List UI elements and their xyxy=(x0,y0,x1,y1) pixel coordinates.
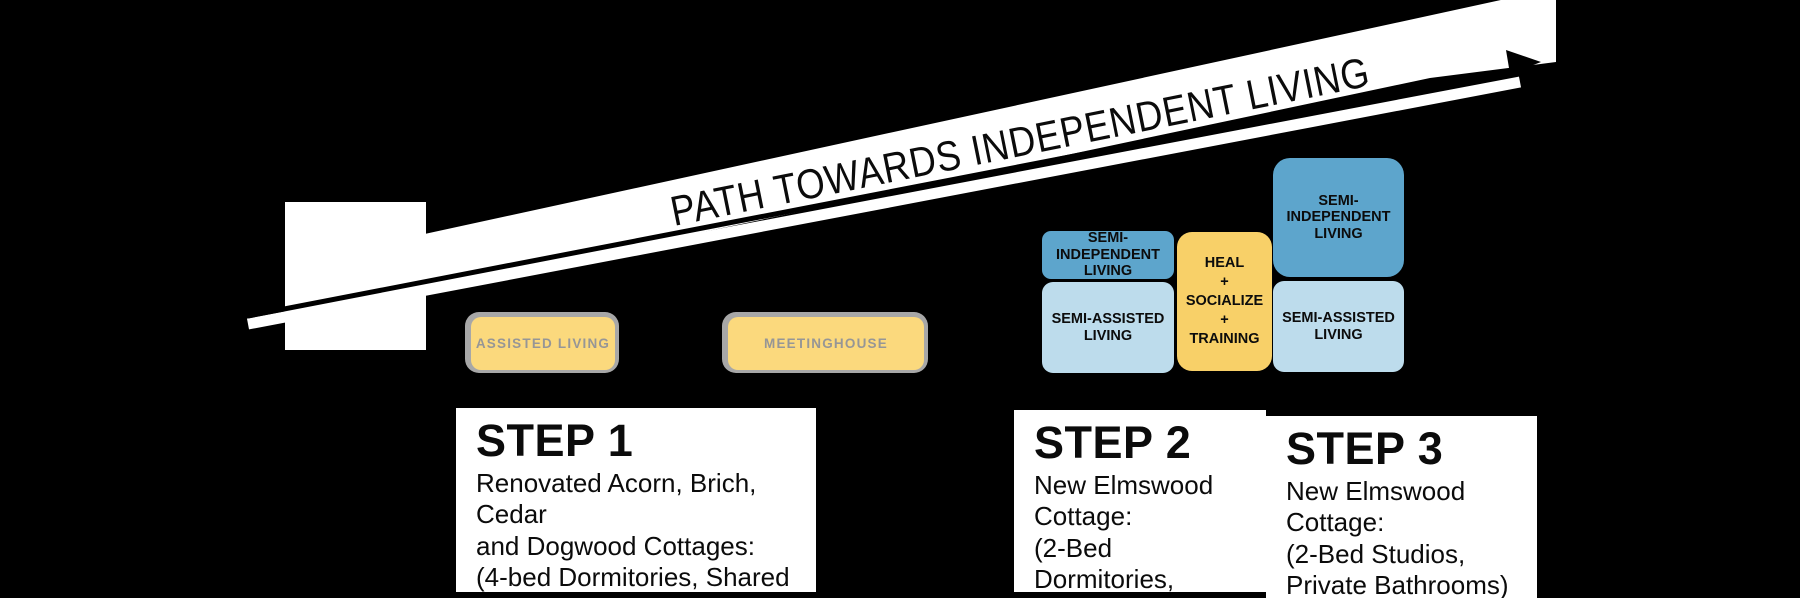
step3-semi-independent-box: SEMI- INDEPENDENT LIVING xyxy=(1273,158,1404,277)
origin-box xyxy=(285,202,426,350)
step2-panel: STEP 2 New Elmswood Cottage: (2-Bed Dorm… xyxy=(1014,410,1266,592)
step3-panel: STEP 3 New Elmswood Cottage: (2-Bed Stud… xyxy=(1266,416,1537,598)
step1-panel: STEP 1 Renovated Acorn, Brich, Cedar and… xyxy=(456,408,816,592)
step2-description: New Elmswood Cottage: (2-Bed Dormitories… xyxy=(1034,470,1214,592)
step2-title: STEP 2 xyxy=(1034,417,1192,468)
arrow-label: PATH TOWARDS INDEPENDENT LIVING xyxy=(666,48,1373,235)
meetinghouse-box: MEETINGHOUSE xyxy=(722,312,928,373)
assisted-living-box: ASSISTED LIVING xyxy=(465,312,619,373)
step3-description: New Elmswood Cottage: (2-Bed Studios, Pr… xyxy=(1286,476,1509,598)
step2-semi-independent-box: SEMI- INDEPENDENT LIVING xyxy=(1042,230,1174,279)
step1-title: STEP 1 xyxy=(476,415,634,466)
assisted-living-label: ASSISTED LIVING xyxy=(471,317,615,370)
step3-title: STEP 3 xyxy=(1286,423,1444,474)
step3-semi-assisted-box: SEMI-ASSISTED LIVING xyxy=(1273,281,1404,372)
arrow-band xyxy=(420,0,1556,292)
path-line-dashed xyxy=(1239,70,1517,126)
meetinghouse-label: MEETINGHOUSE xyxy=(728,317,924,370)
step1-description: Renovated Acorn, Brich, Cedar and Dogwoo… xyxy=(476,468,790,592)
step2-semi-assisted-box: SEMI-ASSISTED LIVING xyxy=(1042,282,1174,373)
arrow-head-icon xyxy=(1506,50,1541,74)
path-line-backing xyxy=(246,76,1522,330)
heal-socialize-training-box: HEAL + SOCIALIZE + TRAINING xyxy=(1177,232,1272,371)
path-line xyxy=(247,121,1241,319)
